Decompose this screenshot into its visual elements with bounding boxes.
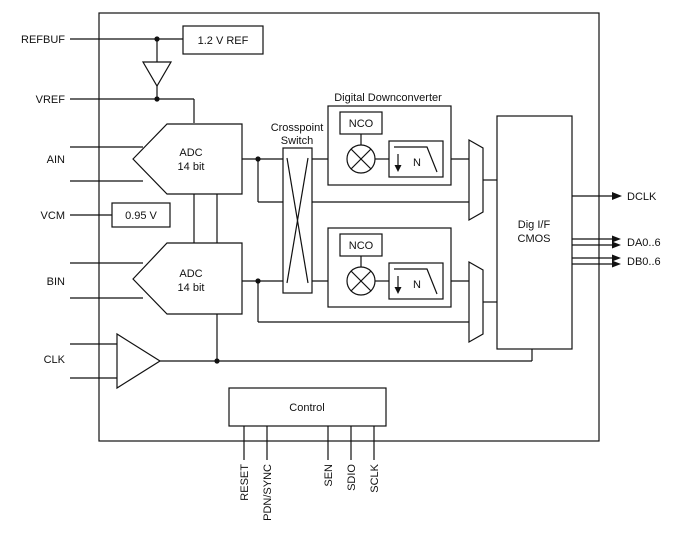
control-block <box>228 387 387 427</box>
pin-vcm: VCM <box>41 210 65 222</box>
ddc-title: Digital Downconverter <box>334 92 442 104</box>
crosspoint-label-2: Switch <box>281 135 313 147</box>
da-arrowhead-1 <box>612 235 621 243</box>
crosspoint-label-1: Crosspoint <box>271 122 324 134</box>
dclk-arrowhead <box>612 192 622 200</box>
pin-sdio: SDIO <box>346 464 358 491</box>
pin-sen: SEN <box>323 464 335 487</box>
ref-buffer-triangle <box>141 61 173 88</box>
mixer-b-x-2 <box>350 270 372 292</box>
pin-reset: RESET <box>239 464 251 501</box>
pin-bin: BIN <box>47 276 65 288</box>
vcm-block <box>111 202 171 228</box>
nco-b-label: NCO <box>349 240 374 252</box>
clk-buffer-triangle <box>116 332 162 390</box>
pin-clk: CLK <box>44 354 66 366</box>
adc-b-label-1: ADC <box>179 268 202 280</box>
adc-b-label-2: 14 bit <box>178 282 205 294</box>
pin-dclk: DCLK <box>627 191 657 203</box>
pin-ain: AIN <box>47 154 65 166</box>
filter-b-label: N <box>413 279 421 291</box>
pin-vref: VREF <box>36 94 66 106</box>
dig-if-label-1: Dig I/F <box>518 219 551 231</box>
mixer-a-x-2 <box>350 148 372 170</box>
filter-b-decimation-arrowhead <box>394 287 402 294</box>
vcm-value: 0.95 V <box>125 210 157 222</box>
filter-a-response-icon <box>394 146 438 173</box>
adc-a-label-1: ADC <box>179 147 202 159</box>
pin-pdn-sync: PDN/SYNC <box>262 464 274 521</box>
crosspoint-switch <box>282 147 313 294</box>
db-arrowhead-1 <box>612 254 621 262</box>
nco-a-label: NCO <box>349 118 374 130</box>
adc-b-block <box>132 242 243 315</box>
db-arrowhead-2 <box>612 260 621 268</box>
pin-db: DB0..6 <box>627 256 661 268</box>
pin-da: DA0..6 <box>627 237 661 249</box>
filter-a-label: N <box>413 157 421 169</box>
pin-refbuf: REFBUF <box>21 34 65 46</box>
ref-block <box>182 25 264 55</box>
dig-if-block <box>496 115 573 350</box>
adc-a-label-2: 14 bit <box>178 161 205 173</box>
da-arrowhead-2 <box>612 241 621 249</box>
ref-label: 1.2 V REF <box>198 35 249 47</box>
filter-a-decimation-arrowhead <box>394 165 402 172</box>
control-label: Control <box>289 402 324 414</box>
crosspoint-cross-2 <box>286 157 309 284</box>
mux-a <box>468 138 484 222</box>
filter-b-response-icon <box>394 268 438 295</box>
mux-b <box>468 260 484 344</box>
pin-sclk: SCLK <box>369 463 381 492</box>
dig-if-label-2: CMOS <box>518 233 551 245</box>
